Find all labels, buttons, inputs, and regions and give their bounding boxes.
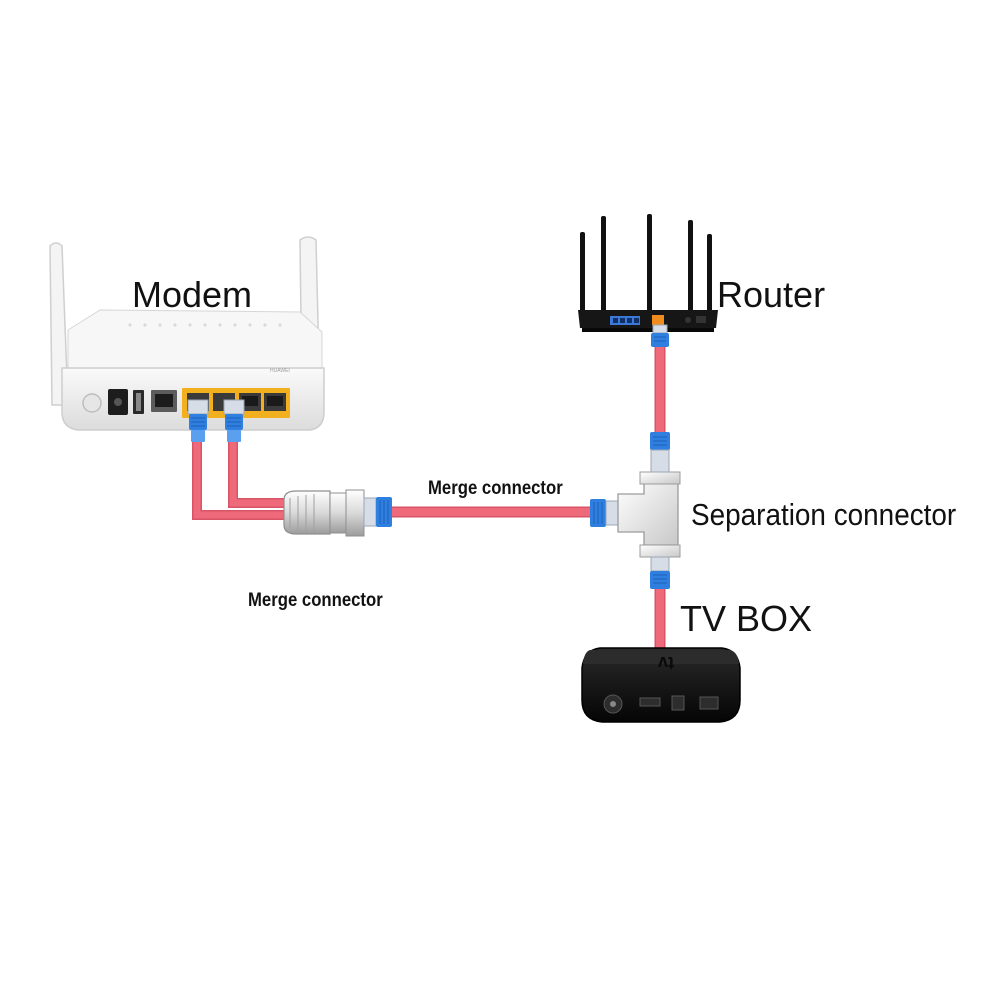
modem-brand-text: HUAWEI xyxy=(270,368,290,374)
router-label: Router xyxy=(717,274,826,315)
router-device xyxy=(578,214,718,347)
tv-box-label: TV BOX xyxy=(680,598,813,639)
modem-label: Modem xyxy=(132,274,253,315)
router-antenna-1 xyxy=(580,232,585,312)
tv-box-device: tv xyxy=(581,647,741,723)
modem-plug-2 xyxy=(223,399,245,442)
router-antenna-2 xyxy=(601,216,606,312)
cables xyxy=(192,345,666,648)
merge-connector-label-bottom: Merge connector xyxy=(248,590,383,611)
merge-connector-label-top: Merge connector xyxy=(428,478,563,499)
separation-connector xyxy=(590,432,681,589)
separation-connector-label: Separation connector xyxy=(691,497,957,532)
router-antenna-4 xyxy=(688,220,693,312)
router-antenna-3 xyxy=(647,214,652,312)
merge-connector-left xyxy=(283,489,392,537)
modem-plug-1 xyxy=(187,399,209,442)
router-antenna-5 xyxy=(707,234,712,312)
modem-device: HUAWEI xyxy=(49,236,325,442)
tv-logo-text: tv xyxy=(658,653,674,673)
modem-power-button-icon xyxy=(82,393,102,413)
